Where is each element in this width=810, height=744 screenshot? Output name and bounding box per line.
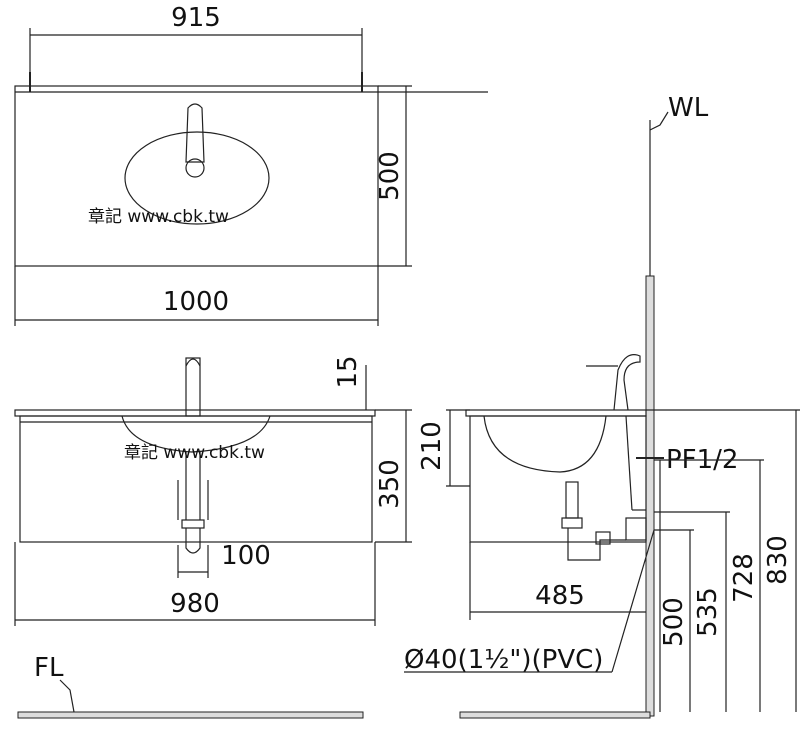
front-cabinet	[19, 415, 373, 543]
faucet-top-icon	[185, 103, 205, 163]
side-view: WL PF1/2 210 485 Ø40(1½")(PVC	[404, 93, 800, 719]
dim-front-cabinet: 350	[375, 459, 405, 509]
front-countertop	[14, 409, 376, 417]
dim-front-faucet: 15	[333, 355, 363, 388]
dim-side-total: 830	[763, 535, 793, 585]
dim-side-basin: 210	[417, 421, 447, 471]
label-wall-line: WL	[668, 93, 709, 123]
front-view: 章記 www.cbk.tw 15 350 100 980	[14, 355, 412, 626]
side-cabinet	[469, 415, 647, 543]
dim-side-depth: 485	[535, 581, 585, 611]
dim-side-pf: 500	[659, 597, 689, 647]
wall	[645, 275, 655, 717]
floor-left: FL	[17, 653, 364, 719]
dim-front-drain: 100	[221, 541, 271, 571]
front-p-trap	[185, 528, 201, 554]
dim-top-width: 915	[171, 3, 221, 33]
countertop-outline	[14, 85, 379, 267]
front-faucet-icon	[185, 357, 201, 417]
dim-side-rim: 728	[729, 553, 759, 603]
watermark-front: 章記 www.cbk.tw	[124, 443, 265, 463]
floor-right	[459, 711, 651, 719]
side-basin	[483, 415, 607, 473]
dim-side-drain: 535	[693, 587, 723, 637]
basin-ellipse	[124, 131, 270, 225]
dim-front-width: 980	[170, 589, 220, 619]
watermark-top: 章記 www.cbk.tw	[88, 207, 229, 227]
dim-top-length: 1000	[163, 287, 229, 317]
front-basin	[121, 415, 271, 453]
label-drain-pipe: Ø40(1½")(PVC)	[404, 645, 603, 675]
dim-top-depth: 500	[375, 151, 405, 201]
side-faucet-icon	[613, 354, 641, 411]
label-floor-line: FL	[34, 653, 64, 683]
top-view: 915 章記 www.cbk.tw 500 1000	[14, 3, 488, 326]
